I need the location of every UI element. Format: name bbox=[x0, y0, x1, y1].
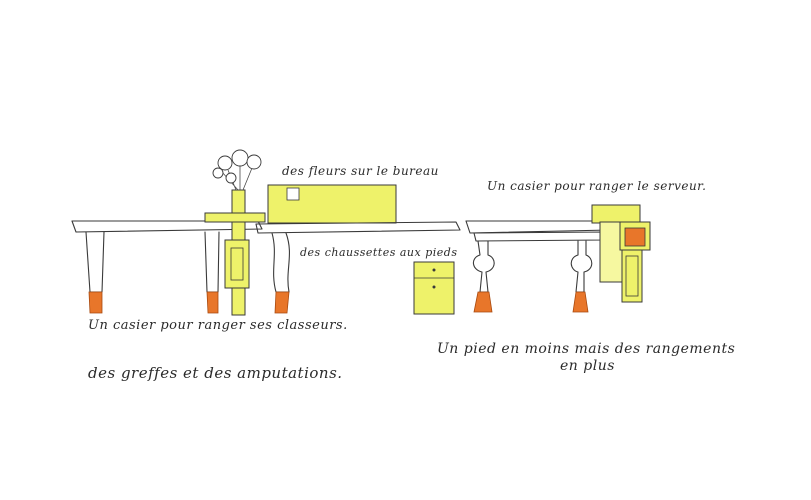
flower-vase-drawing bbox=[204, 149, 266, 316]
left-table-sock-left bbox=[88, 291, 103, 314]
caption-grafts: des greffes et des amputations. bbox=[88, 364, 343, 382]
right-table-sock-right bbox=[572, 291, 589, 313]
caption-fewer-leg-line2: en plus bbox=[560, 358, 615, 374]
caption-socks: des chaussettes aux pieds bbox=[300, 246, 458, 259]
middle-table-sock bbox=[274, 291, 290, 314]
caption-cabinet-folders: Un casier pour ranger ses classeurs. bbox=[88, 318, 348, 333]
left-table-sock-right bbox=[206, 291, 219, 314]
caption-flowers: des fleurs sur le bureau bbox=[282, 164, 439, 178]
middle-table-drawing bbox=[255, 184, 461, 315]
right-table-sock-left bbox=[473, 291, 493, 313]
caption-fewer-leg-line1: Un pied en moins mais des rangements bbox=[437, 341, 736, 357]
left-table-drawing bbox=[71, 220, 263, 314]
right-table-drawing bbox=[465, 204, 651, 313]
caption-cabinet-server: Un casier pour ranger le serveur. bbox=[487, 179, 707, 193]
